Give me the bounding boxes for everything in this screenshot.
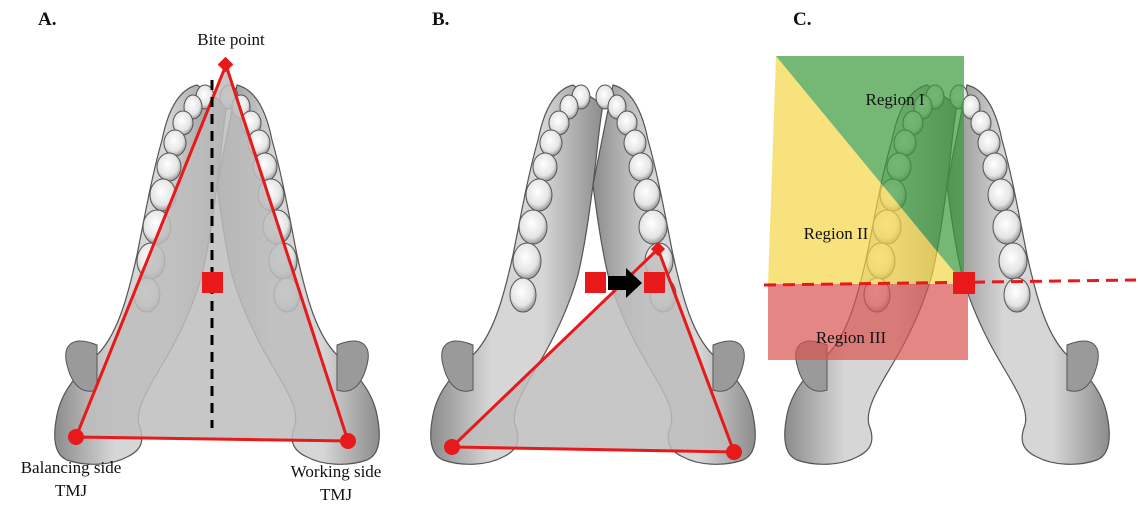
balancing-tmj-dot (68, 429, 84, 445)
working-side-label-1: Working side (291, 462, 382, 481)
resultant-marker-b-new (644, 272, 665, 293)
balancing-tmj-dot-b (444, 439, 460, 455)
panel-c: C. Region I Region II Region III (764, 9, 1136, 464)
working-tmj-dot (340, 433, 356, 449)
bite-point-marker (218, 57, 234, 73)
resultant-marker-c (953, 272, 975, 294)
region-ii-label: Region II (804, 224, 869, 243)
region-i-label: Region I (865, 90, 924, 109)
region-iii-area (768, 284, 968, 360)
region-iii-label: Region III (816, 328, 887, 347)
bite-point-label: Bite point (197, 30, 265, 49)
panel-a: A. Bite point Balancing side TMJ Working… (21, 9, 382, 504)
resultant-marker-a (202, 272, 223, 293)
working-side-label-2: TMJ (320, 485, 353, 504)
resultant-marker-b-old (585, 272, 606, 293)
panel-b-label: B. (432, 9, 449, 30)
panel-b: B. (431, 9, 756, 464)
panel-a-label: A. (38, 9, 56, 30)
balancing-side-label-1: Balancing side (21, 458, 122, 477)
panel-c-label: C. (793, 9, 811, 30)
working-tmj-dot-b (726, 444, 742, 460)
balancing-side-label-2: TMJ (55, 481, 88, 500)
